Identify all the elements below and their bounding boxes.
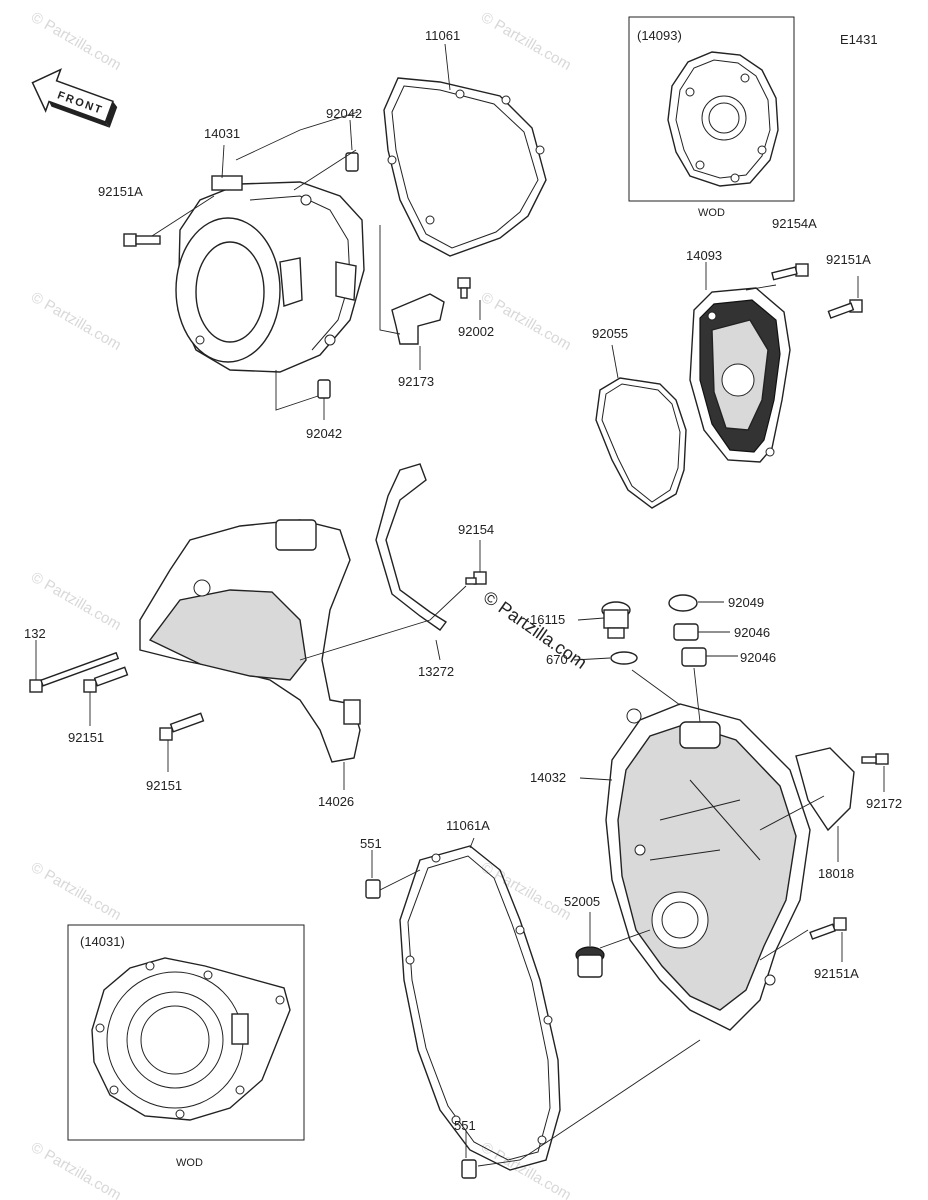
callout-92172: 92172 [866,796,902,811]
bolt-92151a-top [123,233,161,247]
watermark: © Partzilla.com [28,1139,124,1200]
callout-14026: 14026 [318,794,354,809]
bolt-92002 [457,277,471,299]
watermark: © Partzilla.com [28,569,124,634]
dowel-92042-bottom [317,379,331,399]
callout-92154a: 92154A [772,216,817,231]
front-arrow-icon: FRONT [31,68,118,128]
callout-11061a: 11061A [446,818,490,833]
callout-92055: 92055 [592,326,628,341]
callout-92173: 92173 [398,374,434,389]
watermark: © Partzilla.com [478,1139,574,1200]
guard-14026 [139,519,361,763]
oil-gauge-52005 [575,946,605,978]
callout-670: 670 [546,652,568,667]
inset-14031-caption: WOD [176,1157,203,1169]
callout-92046-a: 92046 [734,625,770,640]
diagram-code: E1431 [840,32,878,47]
callout-14093: 14093 [686,248,722,263]
callout-labels: 11061 14031 92042 92151A 92002 92173 920… [24,28,902,1133]
callout-92049: 92049 [728,595,764,610]
bearing-92046-a [673,623,699,641]
inset-14093-wod: (14093) WOD [628,16,795,219]
watermark: © Partzilla.com [28,859,124,924]
bolt-92154 [465,571,487,585]
leader-lines [35,43,885,1167]
watermark: © Partzilla.com [478,859,574,924]
callout-92151-b: 92151 [146,778,182,793]
callout-18018: 18018 [818,866,854,881]
callout-11061: 11061 [425,28,460,43]
callout-132: 132 [24,626,46,641]
gasket-92055 [595,377,687,509]
callout-92151a-top: 92151A [98,184,143,199]
bearing-92046-b [681,647,707,667]
callout-92151-a: 92151 [68,730,104,745]
seal-92049 [668,594,698,612]
bracket-92173 [391,293,445,345]
callout-16115: 16115 [530,612,565,627]
callout-13272: 13272 [418,664,454,679]
inset-14093-caption: WOD [698,207,725,219]
callout-52005: 52005 [564,894,600,909]
watermark: © Partzilla.com [28,9,124,74]
callout-551-top: 551 [360,836,382,851]
gasket-11061 [383,77,547,257]
pulser-cover-14093 [689,287,791,463]
gasket-11061a [399,845,561,1171]
clutch-cover-14032 [605,703,811,1031]
guard-18018 [795,747,855,832]
dowel-551-top [365,879,381,899]
callout-14031: 14031 [204,126,240,141]
callout-92002: 92002 [458,324,494,339]
callout-92154: 92154 [458,522,494,537]
generator-cover-14031 [175,175,365,373]
callout-14032: 14032 [530,770,566,785]
inset-14093-ref: (14093) [637,28,682,43]
bolt-92172 [861,753,889,765]
bolt-92151-a [83,666,129,693]
inset-14031-wod: (14031) WOD [67,924,305,1169]
bolt-132 [29,651,120,693]
callout-92046-b: 92046 [740,650,776,665]
inset-14031-ref: (14031) [80,934,125,949]
dowel-551-bottom [461,1159,477,1179]
watermark-center: © Partzilla.com [480,587,591,673]
callout-551-bottom: 551 [454,1118,476,1133]
gasket-13272 [375,463,448,631]
callout-92151a-right: 92151A [826,252,871,267]
watermark: © Partzilla.com [478,289,574,354]
watermark: © Partzilla.com [28,289,124,354]
bolt-92151a-right [827,299,863,319]
callout-92151a-bottom: 92151A [814,966,859,981]
bolt-92154a [771,263,809,281]
bolt-92151-b [159,712,205,741]
callout-92042-bottom: 92042 [306,426,342,441]
bolt-92151a-bottom [809,917,847,940]
oil-filler-cap-16115 [601,601,631,639]
watermark: © Partzilla.com [478,9,574,74]
callout-92042-top: 92042 [326,106,362,121]
o-ring-670 [610,651,638,665]
